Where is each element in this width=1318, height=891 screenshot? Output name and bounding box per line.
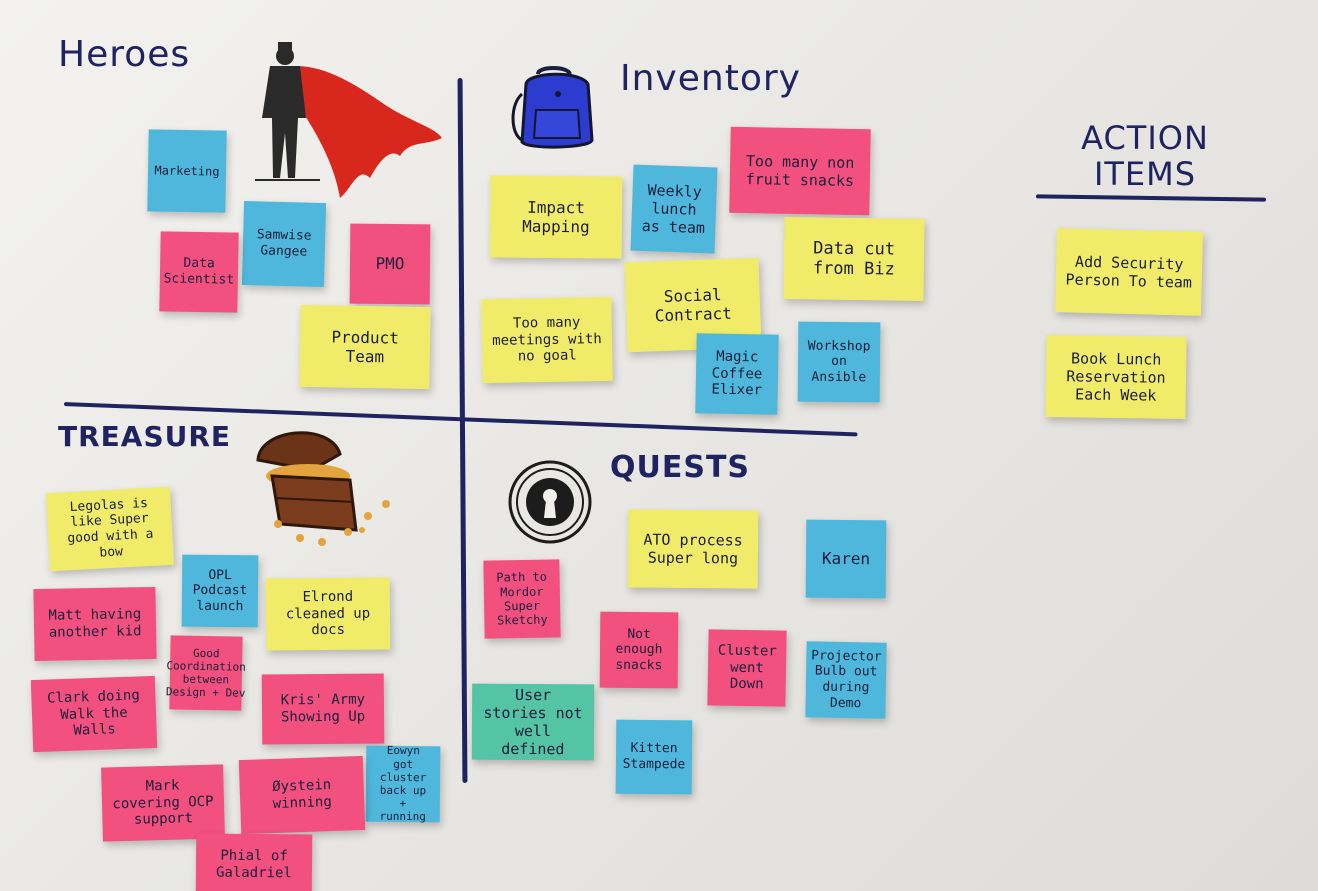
keyhole-icon <box>508 460 592 544</box>
sticky-note: ATO process Super long <box>627 509 759 589</box>
treasure-heading: TREASURE <box>58 420 232 453</box>
sticky-note: Elrond cleaned up docs <box>265 577 391 651</box>
backpack-icon <box>511 66 594 149</box>
sticky-note: Path to Mordor Super Sketchy <box>483 559 561 639</box>
superhero-icon <box>255 42 442 198</box>
quests-heading: QUESTS <box>610 450 751 485</box>
sticky-note: Add Security Person To team <box>1054 228 1204 316</box>
sticky-note: Kitten Stampede <box>615 719 693 795</box>
sticky-note: Magic Coffee Elixer <box>695 333 779 415</box>
vertical-divider <box>457 77 468 784</box>
sticky-note: OPL Podcast launch <box>181 554 259 628</box>
sticky-note: Product Team <box>299 304 431 390</box>
sticky-note: Too many non fruit snacks <box>729 126 871 216</box>
sticky-note: Karen <box>805 519 887 599</box>
treasure-chest-icon <box>256 431 390 546</box>
sticky-note: Too many meetings with no goal <box>481 296 613 384</box>
sticky-note: Weekly lunch as team <box>630 164 718 254</box>
sticky-note: Good Coordination between Design + Dev <box>166 635 246 711</box>
sticky-note: Data Scientist <box>159 231 239 313</box>
sticky-note: Matt having another kid <box>33 586 157 662</box>
sticky-note: Marketing <box>147 129 227 213</box>
action-items-underline <box>1035 194 1267 202</box>
sticky-note: Øystein winning <box>238 755 366 835</box>
sticky-note: Data cut from Biz <box>783 217 925 301</box>
sticky-note: Clark doing Walk the Walls <box>30 675 158 753</box>
sticky-note: Impact Mapping <box>489 175 623 259</box>
sticky-note: User stories not well defined <box>471 683 595 761</box>
sticky-note: Legolas is like Super good with a bow <box>46 486 174 572</box>
sticky-note: Phial of Galadriel <box>195 833 313 891</box>
inventory-heading: Inventory <box>620 58 801 99</box>
sticky-note: Book Lunch Reservation Each Week <box>1045 335 1187 419</box>
sticky-note: Projector Bulb out during Demo <box>805 641 887 719</box>
heroes-heading: Heroes <box>58 34 191 75</box>
sticky-note: Cluster went Down <box>707 629 787 707</box>
action-items-heading: ACTION ITEMS <box>1081 119 1209 193</box>
sticky-note: Workshop on Ansible <box>797 321 881 403</box>
sticky-note: Mark covering OCP support <box>101 764 225 842</box>
sticky-note: Samwise Gangee <box>241 200 327 288</box>
sticky-note: PMO <box>349 223 431 305</box>
sticky-note: Eowyn got cluster back up + running <box>365 744 441 824</box>
sticky-note: Kris' Army Showing Up <box>261 673 385 745</box>
sticky-note: Not enough snacks <box>599 611 679 689</box>
